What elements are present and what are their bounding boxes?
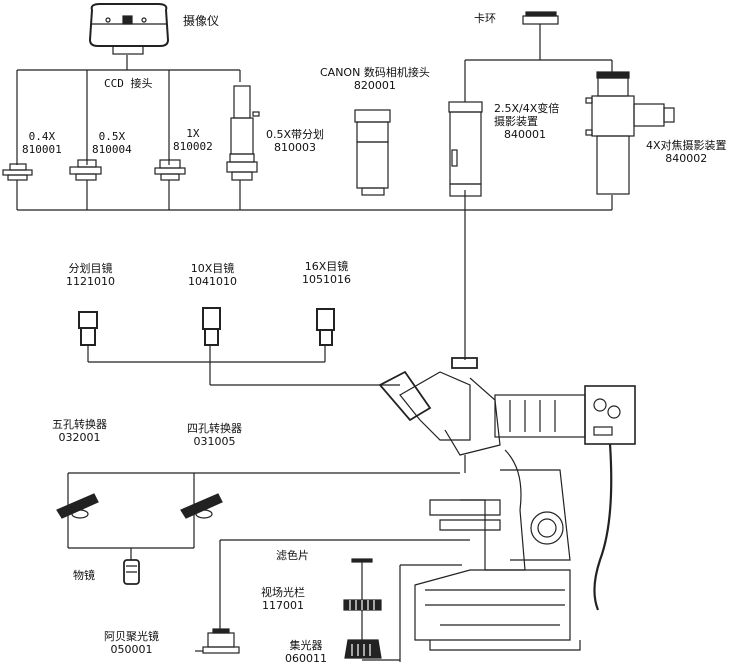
objective-icon [123, 559, 140, 585]
ccd-label: CCD 接头 [104, 77, 153, 90]
ccd-0-5x-code: 810004 [92, 143, 132, 156]
condenser-name: 集光器 [289, 639, 323, 652]
focus-photo-name: 4X对焦摄影装置 [646, 139, 727, 152]
abbe-condenser-icon [195, 628, 240, 654]
ccd-1x-name: 1X [186, 127, 200, 140]
ccd-0-5x-reticle-code: 810003 [274, 141, 317, 154]
reticle-eyepiece-icon [78, 311, 98, 346]
ccd-1x-code: 810002 [173, 140, 213, 153]
ring-label: 卡环 [474, 12, 496, 25]
field-diaphragm-name: 视场光栏 [261, 586, 305, 599]
focus-photo-device [585, 71, 675, 195]
field-diaphragm-code: 117001 [262, 599, 304, 612]
zoom-photo-code: 840001 [504, 128, 546, 141]
eyepiece-10x-code: 1041010 [188, 275, 237, 288]
nosepiece-4-code: 031005 [193, 435, 236, 448]
eyepiece-16x-code: 1051016 [302, 273, 351, 286]
nosepiece-4-hole-icon [180, 493, 223, 519]
abbe-condenser-name: 阿贝聚光镜 [104, 630, 159, 643]
clamp-ring [522, 11, 559, 25]
nosepiece-5-code: 032001 [58, 431, 101, 444]
eyepiece-10x-name: 10X目镜 [190, 262, 235, 275]
microscope-stand [378, 357, 636, 651]
eyepiece-10x-icon [202, 307, 221, 346]
ccd-adapter-0-4x [2, 163, 33, 181]
condenser-code: 060011 [285, 652, 327, 665]
canon-adapter [354, 109, 391, 196]
abbe-condenser-code: 050001 [110, 643, 153, 656]
zoom-photo-name-2: 摄影装置 [494, 115, 538, 128]
eyepiece-16x-icon [316, 308, 335, 346]
nosepiece-4-name: 四孔转换器 [187, 422, 242, 435]
filter-label: 滤色片 [276, 549, 309, 562]
zoom-photo-name-1: 2.5X/4X变倍 [494, 102, 560, 115]
ccd-adapter-1x [154, 159, 186, 181]
filter-icon [351, 558, 373, 563]
canon-name: CANON 数码相机接头 [320, 66, 430, 79]
zoom-photo-device [448, 101, 483, 197]
field-diaphragm-icon [343, 599, 382, 611]
ccd-0-5x-reticle-name: 0.5X带分划 [266, 128, 325, 141]
reticle-eyepiece-name: 分划目镜 [68, 262, 113, 275]
eyepiece-16x-name: 16X目镜 [304, 260, 349, 273]
ccd-adapter-0-5x [69, 159, 102, 181]
canon-code: 820001 [353, 79, 396, 92]
condenser-icon [344, 639, 382, 659]
nosepiece-5-hole-icon [56, 493, 99, 519]
objective-label: 物镜 [73, 569, 95, 582]
camera-device [88, 3, 170, 55]
reticle-eyepiece-code: 1121010 [66, 275, 115, 288]
ccd-0-4x-name: 0.4X [28, 130, 56, 143]
ccd-0-4x-code: 810001 [22, 143, 62, 156]
nosepiece-5-name: 五孔转换器 [52, 418, 107, 431]
focus-photo-code: 840002 [665, 152, 708, 165]
camera-label: 摄像仪 [183, 14, 220, 28]
ccd-0-5x-name: 0.5X [98, 130, 126, 143]
ccd-adapter-0-5x-reticle [226, 85, 260, 181]
